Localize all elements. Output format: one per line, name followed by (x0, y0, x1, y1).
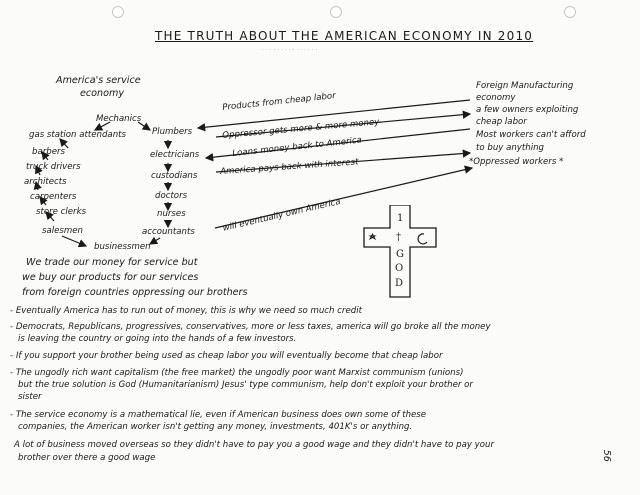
occupation-right: electricians (150, 150, 200, 160)
bullet-line: - Eventually America has to run out of m… (10, 306, 362, 316)
arrow-oppressor (215, 110, 472, 138)
left-heading-line2: economy (80, 88, 125, 99)
star-icon (368, 232, 377, 241)
occupation-right: Plumbers (152, 127, 193, 137)
binder-hole (330, 6, 342, 18)
arrow (93, 121, 111, 131)
occupation-mechanics: Mechanics (96, 114, 142, 124)
bullet-line: A lot of business moved overseas so they… (14, 440, 494, 450)
binder-hole (564, 6, 576, 18)
occupation-right: doctors (155, 191, 188, 201)
occupation-businessmen: businessmen (94, 242, 151, 252)
bullet-line: is leaving the country or going into the… (18, 334, 297, 344)
occupation-left: store clerks (36, 207, 87, 217)
foreign-line: Most workers can't afford (476, 130, 586, 140)
occupation-left: salesmen (42, 226, 84, 236)
arrow (35, 164, 43, 176)
bullet-line: - If you support your brother being used… (10, 351, 443, 361)
bullet-line: brother over there a good wage (18, 453, 156, 463)
oppressed-workers: *Oppressed workers * (469, 157, 564, 167)
arrow (45, 211, 55, 222)
arrow (137, 121, 151, 131)
arrow-owns (214, 165, 474, 229)
cross-drawing: 1 † G O D (358, 205, 458, 305)
arrow (41, 151, 50, 161)
crescent-icon (417, 233, 428, 245)
foreign-line: to buy anything (476, 143, 544, 153)
bullet-line: companies, the American worker isn't get… (18, 422, 413, 432)
bullet-line: - The service economy is a mathematical … (10, 410, 427, 420)
trade-note-line: from foreign countries oppressing our br… (22, 287, 248, 298)
arrow (33, 180, 42, 191)
occupation-right: custodians (151, 171, 198, 181)
bullet-line: - The ungodly rich want capitalism (the … (10, 368, 464, 378)
binder-hole (112, 6, 124, 18)
arrow-loans (204, 128, 471, 162)
arrow-products (196, 99, 471, 132)
bullet-line: - Democrats, Republicans, progressives, … (10, 322, 491, 332)
trade-note-line: We trade our money for service but (26, 257, 198, 268)
occupation-left: architects (24, 177, 67, 187)
occupation-left: truck drivers (26, 162, 81, 172)
arrow (148, 236, 161, 245)
arrow-pays (215, 149, 472, 173)
occupation-left: carpenters (30, 192, 77, 202)
bullet-line: but the true solution is God (Humanitari… (18, 380, 473, 390)
occupation-left: barbers (32, 147, 66, 157)
occupation-right: nurses (157, 209, 186, 219)
trade-note-line: we buy our products for our services (22, 272, 199, 283)
cross-letter-o: O (395, 263, 404, 274)
cross-top-number: 1 (397, 213, 404, 224)
cross-letter-d: D (395, 278, 404, 289)
foreign-heading-line1: Foreign Manufacturing (476, 81, 574, 91)
occupation-right: accountants (142, 227, 195, 237)
foreign-heading-line2: economy (476, 93, 516, 103)
faint-header: · · · · · · · · · · · · · · · (262, 47, 318, 54)
page-number: 56 (600, 449, 612, 462)
page-title: THE TRUTH ABOUT THE AMERICAN ECONOMY IN … (155, 29, 534, 43)
arrow (39, 196, 48, 206)
occupation-left: gas station attendants (29, 130, 126, 140)
foreign-line: cheap labor (476, 117, 527, 127)
foreign-line: a few owners exploiting (476, 105, 579, 115)
cross-symbol: † (396, 232, 401, 243)
arrow (61, 235, 88, 248)
left-heading-line1: America's service (56, 75, 141, 86)
arrow (59, 138, 69, 149)
cross-outline (363, 205, 437, 298)
cross-letter-g: G (396, 249, 404, 260)
bullet-line: sister (18, 392, 42, 402)
